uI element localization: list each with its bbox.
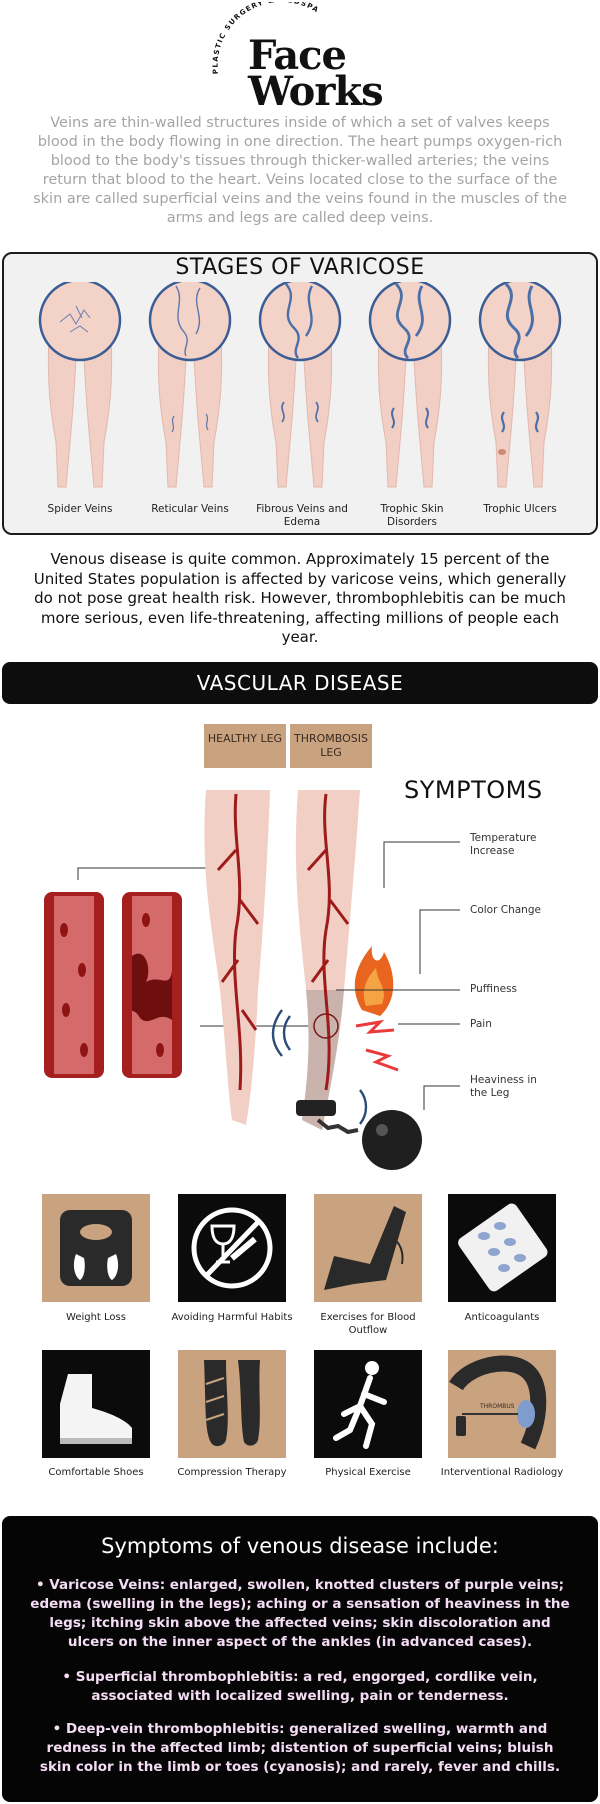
svg-text:THROMBUS: THROMBUS <box>479 1403 515 1410</box>
compression-stocking-icon <box>178 1350 286 1458</box>
logo-arc-text: PLASTIC SURGERY & MEDSPA <box>211 0 319 75</box>
symptom-bullet-deep-vein: • Deep-vein thrombophlebitis: generalize… <box>39 1721 561 1775</box>
stage-4-figure <box>368 282 452 488</box>
symptom-temperature: Temperature Increase <box>470 832 537 857</box>
leg-exercise-icon <box>314 1194 422 1302</box>
treatment-label-compression: Compression Therapy <box>177 1467 287 1478</box>
vascular-illustration <box>44 790 460 1170</box>
stages-illustration <box>38 282 562 488</box>
thrombosis-leg-figure <box>295 790 360 1130</box>
stage-label-fibrous-veins: Fibrous Veins and Edema <box>256 503 348 528</box>
no-alcohol-smoking-icon <box>178 1194 286 1302</box>
treatment-label-anticoagulants: Anticoagulants <box>464 1312 540 1323</box>
catheter-icon: THROMBUS <box>448 1350 556 1458</box>
vascular-disease-banner <box>2 662 598 704</box>
treatment-label-radiology: Interventional Radiology <box>440 1467 564 1478</box>
stage-2-figure <box>148 282 232 488</box>
vascular-disease-title: VASCULAR DISEASE <box>196 671 404 695</box>
symptom-pain: Pain <box>470 1018 492 1030</box>
symptoms-title: SYMPTOMS <box>404 776 543 804</box>
scale-icon <box>42 1194 150 1302</box>
stage-label-trophic-skin: Trophic Skin Disorders <box>380 503 444 528</box>
healthy-vessel <box>44 892 104 1078</box>
venous-disease-paragraph: Venous disease is quite common. Approxim… <box>33 550 567 646</box>
symptom-puffiness: Puffiness <box>470 983 518 995</box>
treatment-label-physical-exercise: Physical Exercise <box>325 1467 411 1478</box>
thrombosis-vessel <box>122 892 182 1078</box>
treatment-label-exercises: Exercises for Blood Outflow <box>320 1312 416 1336</box>
healthy-leg-tag: HEALTHY LEG <box>204 724 286 768</box>
stage-5-figure <box>478 282 562 488</box>
ball-and-chain-icon <box>362 1110 422 1170</box>
symptom-color-change: Color Change <box>470 904 541 916</box>
stage-label-reticular-veins: Reticular Veins <box>151 503 229 515</box>
healthy-leg-figure <box>204 790 270 1125</box>
stage-3-figure <box>258 282 342 488</box>
logo: PLASTIC SURGERY & MEDSPA <box>200 0 400 112</box>
shoe-icon <box>42 1350 150 1458</box>
symptoms-list-title: Symptoms of venous disease include: <box>101 1534 499 1558</box>
pills-blister-icon <box>448 1194 556 1302</box>
symptom-bullet-varicose: • Varicose Veins: enlarged, swollen, kno… <box>30 1577 570 1650</box>
stage-label-trophic-ulcers: Trophic Ulcers <box>483 503 557 515</box>
pain-bolt-icon <box>355 1019 395 1034</box>
intro-text: Veins are thin-walled structures inside … <box>33 115 567 226</box>
treatment-label-harmful-habits: Avoiding Harmful Habits <box>171 1312 293 1323</box>
thrombosis-leg-tag: THROMBOSIS LEG <box>290 724 372 768</box>
treatment-label-shoes: Comfortable Shoes <box>48 1467 144 1478</box>
runner-icon <box>314 1350 422 1458</box>
symptoms-list-panel <box>2 1516 598 1802</box>
logo-wordmark: Face Works <box>248 32 384 115</box>
symptom-heaviness: Heaviness in the Leg <box>470 1074 537 1099</box>
symptom-bullet-superficial: • Superficial thrombophlebitis: a red, e… <box>62 1669 538 1704</box>
stages-title: STAGES OF VARICOSE <box>175 255 425 280</box>
treatment-label-weight-loss: Weight Loss <box>66 1312 126 1323</box>
stage-label-spider-veins: Spider Veins <box>47 503 113 515</box>
stage-1-figure <box>38 282 122 488</box>
